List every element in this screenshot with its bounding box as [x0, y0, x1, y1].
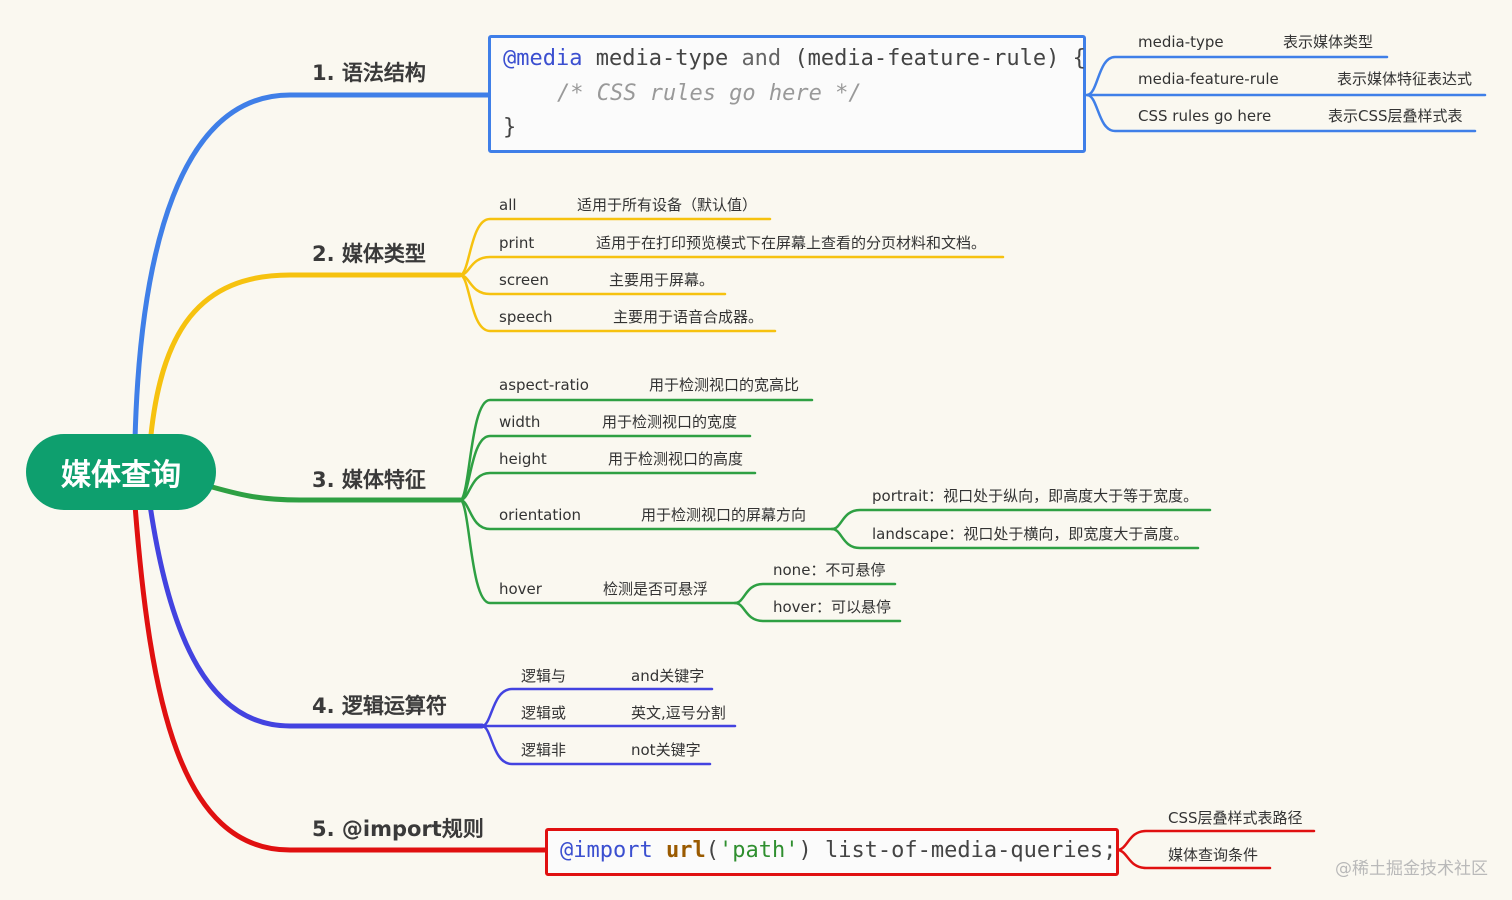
branch-media-features: 3. 媒体特征 [312, 468, 426, 492]
feature-desc: 检测是否可悬浮 [603, 580, 709, 598]
branch-logic-operators: 4. 逻辑运算符 [312, 694, 447, 718]
feature-term: height [499, 450, 547, 468]
import-code-box: @import url('path') list-of-media-querie… [545, 828, 1119, 876]
code-paren-open: ( [705, 838, 719, 863]
media-type-desc: 适用于所有设备（默认值） [577, 196, 758, 214]
code-line-1: @media media-type and (media-feature-rul… [503, 46, 1086, 71]
code-media-type: media-type [595, 46, 729, 71]
feature-desc: 用于检测视口的宽度 [602, 413, 738, 431]
branch-media-types: 2. 媒体类型 [312, 242, 426, 266]
syntax-desc-2: 表示媒体特征表达式 [1337, 70, 1473, 88]
syntax-desc-3: 表示CSS层叠样式表 [1328, 107, 1463, 125]
code-open-brace: { [1072, 46, 1086, 71]
hover-option: hover：可以悬停 [773, 598, 891, 616]
feature-desc: 用于检测视口的宽高比 [649, 376, 800, 394]
branch-syntax: 1. 语法结构 [312, 61, 426, 85]
import-code-line: @import url('path') list-of-media-querie… [560, 838, 1116, 863]
code-at-media: @media [503, 46, 583, 71]
media-type-term: screen [499, 271, 549, 289]
branch-import-rule: 5. @import规则 [312, 817, 484, 841]
logic-term: 逻辑或 [521, 704, 567, 722]
code-url-fn: url [665, 838, 706, 863]
code-path-string: 'path' [718, 838, 799, 863]
media-type-term: speech [499, 308, 553, 326]
feature-term: aspect-ratio [499, 376, 589, 394]
feature-desc: 用于检测视口的屏幕方向 [641, 506, 807, 524]
syntax-desc-1: 表示媒体类型 [1283, 33, 1374, 51]
logic-term: 逻辑非 [521, 741, 567, 759]
logic-term: 逻辑与 [521, 667, 567, 685]
feature-term: width [499, 413, 541, 431]
media-type-desc: 主要用于屏幕。 [609, 271, 715, 289]
syntax-term-2: media-feature-rule [1138, 70, 1279, 88]
code-close-brace: } [503, 115, 517, 140]
import-item: CSS层叠样式表路径 [1168, 809, 1303, 827]
media-type-desc: 适用于在打印预览模式下在屏幕上查看的分页材料和文档。 [596, 234, 987, 252]
code-comment: /* CSS rules go here */ [557, 81, 862, 106]
feature-term: hover [499, 580, 542, 598]
orientation-option: landscape：视口处于横向，即宽度大于高度。 [872, 525, 1189, 543]
feature-desc: 用于检测视口的高度 [608, 450, 744, 468]
logic-desc: and关键字 [631, 667, 705, 685]
code-paren-close: ) [798, 838, 812, 863]
media-type-term: all [499, 196, 517, 214]
logic-desc: 英文,逗号分割 [631, 704, 726, 722]
root-node: 媒体查询 [26, 434, 216, 510]
code-feature-rule: (media-feature-rule) [794, 46, 1060, 71]
hover-option: none：不可悬停 [773, 561, 886, 579]
orientation-option: portrait：视口处于纵向，即高度大于等于宽度。 [872, 487, 1199, 505]
syntax-term-3: CSS rules go here [1138, 107, 1272, 125]
code-and: and [741, 46, 782, 71]
media-type-desc: 主要用于语音合成器。 [613, 308, 764, 326]
code-at-import: @import [560, 838, 653, 863]
logic-desc: not关键字 [631, 741, 701, 759]
import-item: 媒体查询条件 [1168, 846, 1259, 864]
syntax-term-1: media-type [1138, 33, 1224, 51]
feature-term: orientation [499, 506, 582, 524]
watermark: @稀土掘金技术社区 [1335, 859, 1488, 879]
media-syntax-code-box: @media media-type and (media-feature-rul… [488, 35, 1086, 153]
code-media-queries: list-of-media-queries; [811, 838, 1117, 863]
media-type-term: print [499, 234, 535, 252]
